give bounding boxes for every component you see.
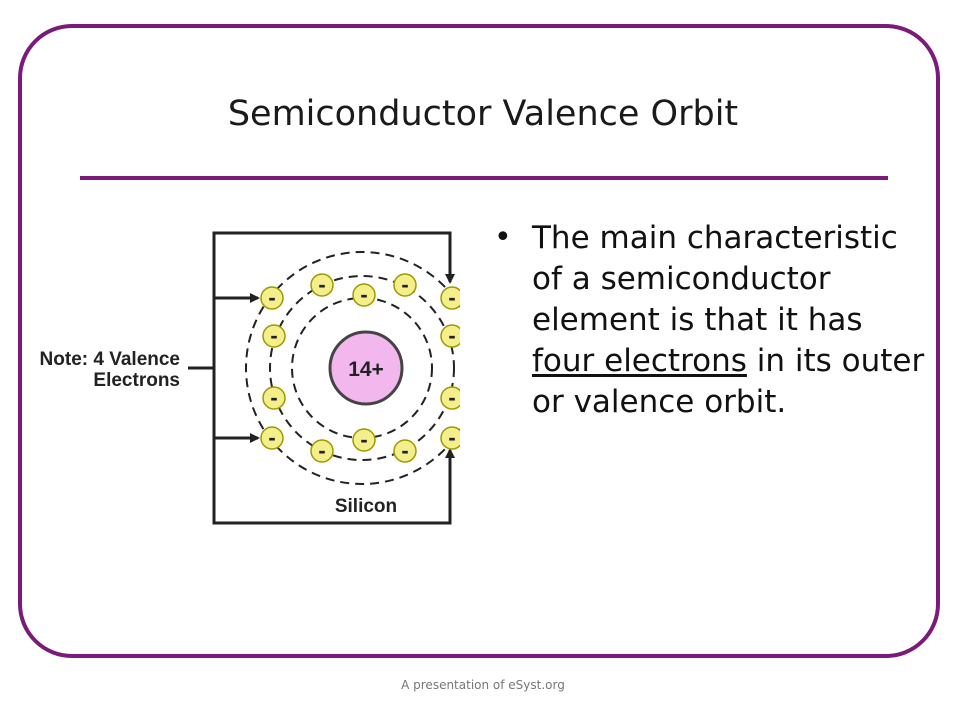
electron-symbol: - xyxy=(268,425,275,450)
slide-title: Semiconductor Valence Orbit xyxy=(227,94,739,134)
bullet-text-underlined: four electrons xyxy=(532,342,747,379)
electron-symbol: - xyxy=(318,272,325,297)
slide-frame xyxy=(18,24,940,658)
bullet-dot: • xyxy=(494,220,512,255)
electron-symbol: - xyxy=(318,438,325,463)
bullet-text-part1: The main characteristic of a semiconduct… xyxy=(532,220,898,338)
electron: - xyxy=(393,272,417,297)
electron-symbol: - xyxy=(448,385,455,410)
element-label: Silicon xyxy=(335,496,397,517)
electron-symbol: - xyxy=(360,427,367,452)
nucleus-label: 14+ xyxy=(348,358,384,381)
electron: - xyxy=(440,323,460,348)
electron-symbol: - xyxy=(448,425,455,450)
footer-credit: A presentation of eSyst.org xyxy=(401,678,565,692)
electron-symbol: - xyxy=(401,272,408,297)
nucleus xyxy=(328,330,404,406)
electron-symbol: - xyxy=(360,282,367,307)
electron-symbol: - xyxy=(270,323,277,348)
electron: - xyxy=(262,323,286,348)
bullet-item: • The main characteristic of a semiconduc… xyxy=(494,218,934,423)
bullet-text-part2: in its outer or valence orbit. xyxy=(532,342,925,420)
electron: - xyxy=(310,438,334,463)
electron: - xyxy=(393,438,417,463)
electron: - xyxy=(310,272,334,297)
electron-symbol: - xyxy=(268,285,275,310)
bullet-list: • The main characteristic of a semiconduc… xyxy=(494,218,934,423)
outer-orbit xyxy=(245,251,460,485)
electron-symbol: - xyxy=(448,285,455,310)
electron-symbol: - xyxy=(401,438,408,463)
electron: - xyxy=(440,285,460,310)
note-label-line1: Note: 4 Valence xyxy=(40,349,180,370)
note-label-line2: Electrons xyxy=(93,370,180,391)
electron-symbol: - xyxy=(448,323,455,348)
electron: - xyxy=(352,427,376,452)
electron: - xyxy=(262,385,286,410)
bracket-line xyxy=(212,231,452,525)
electron: - xyxy=(260,425,284,450)
electron: - xyxy=(352,282,376,307)
title-divider xyxy=(80,176,888,180)
electron-symbol: - xyxy=(270,385,277,410)
middle-orbit xyxy=(269,275,455,461)
electron-group: - - - - - - - - - - - - - - xyxy=(260,272,460,463)
electron: - xyxy=(260,285,284,310)
silicon-atom-diagram: 14+ - - - - - - - - - - - - - - Note: 4 Valence Elect… xyxy=(40,231,460,525)
electron: - xyxy=(440,425,460,450)
electron: - xyxy=(440,385,460,410)
